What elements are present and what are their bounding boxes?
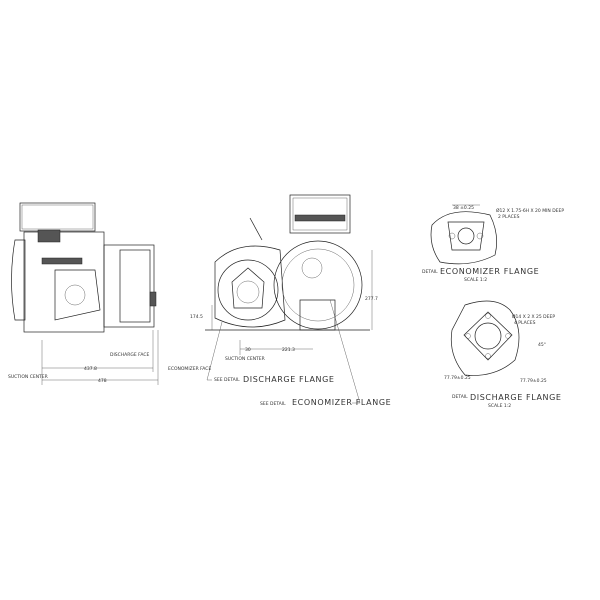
eco-detail-label: DETAIL (422, 269, 438, 275)
dis-title: DISCHARGE FLANGE (470, 393, 562, 402)
economizer-flange-detail: 38 ±0.25 Ø12 X 1.75-6H X 20 MIN DEEP 2 P… (422, 204, 564, 283)
eco-hole-note: Ø12 X 1.75-6H X 20 MIN DEEP (496, 207, 564, 214)
dim-478: 478 (98, 378, 107, 384)
suction-center-label: SUCTION CENTER (8, 374, 48, 380)
dim-277: 277.7 (365, 296, 378, 302)
eco-dim-top: 38 ±0.25 (453, 205, 474, 211)
see-detail-discharge: SEE DETAIL (214, 377, 240, 383)
dis-places: 4 PLACES (514, 320, 536, 326)
compressor-front-view: 174.5 277.7 30 221.3 SUCTION CENTER ECON… (168, 194, 391, 407)
suction-center-label-front: SUCTION CENTER (225, 356, 265, 362)
dis-detail-label: DETAIL (452, 394, 468, 400)
dim-30: 30 (245, 347, 251, 353)
discharge-flange-detail: Ø14 X 2 X 25 DEEP 4 PLACES 45° 77.79±0.2… (444, 300, 562, 409)
dis-scale: SCALE 1:2 (488, 403, 511, 409)
eco-places: 2 PLACES (498, 214, 520, 220)
dim-174: 174.5 (190, 314, 203, 320)
see-detail-economizer: SEE DETAIL (260, 401, 286, 407)
economizer-flange-callout: ECONOMIZER FLANGE (292, 398, 391, 407)
dim-437: 437.8 (84, 366, 97, 372)
eco-scale: SCALE 1:2 (464, 277, 487, 283)
eco-title: ECONOMIZER FLANGE (440, 267, 539, 276)
dis-dim-left: 77.79±0.25 (444, 375, 471, 381)
dis-hole-note: Ø14 X 2 X 25 DEEP (512, 313, 555, 320)
dis-dim-right: 77.79±0.25 (520, 378, 547, 384)
compressor-side-view: DISCHARGE FACE 437.8 SUCTION CENTER 478 (8, 202, 159, 385)
discharge-flange-callout: DISCHARGE FLANGE (243, 375, 335, 384)
dis-angle: 45° (538, 342, 546, 348)
economizer-face-label: ECONOMIZER FACE (168, 366, 211, 372)
dim-221: 221.3 (282, 347, 295, 353)
discharge-face-label: DISCHARGE FACE (110, 352, 149, 358)
